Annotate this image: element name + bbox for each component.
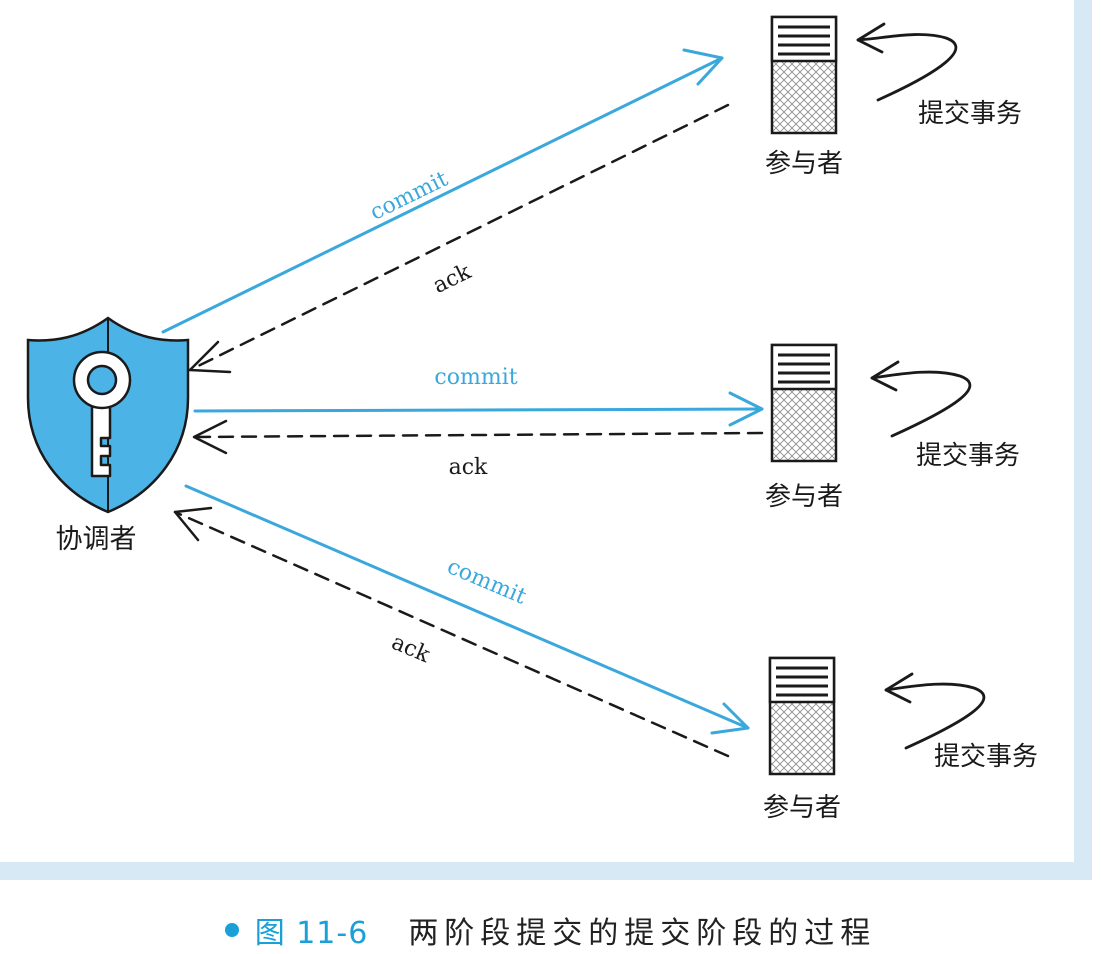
self-loop-arrow-icon-1 — [856, 22, 958, 102]
participant-label-3: 参与者 — [763, 793, 841, 823]
commit-label-2: commit — [434, 365, 517, 390]
ack-label-2: ack — [449, 455, 488, 480]
commit-arrow-1 — [161, 56, 724, 334]
self-loop-arrow-icon-2 — [870, 360, 972, 438]
commit-arrowhead-2 — [728, 391, 764, 427]
coordinator-label: 协调者 — [56, 524, 137, 555]
self-loop-arrow-icon-3 — [884, 672, 986, 750]
ack-arrow-1 — [188, 103, 730, 372]
commit-arrowhead-3 — [710, 702, 750, 735]
participant-action-label-1: 提交事务 — [918, 99, 1022, 129]
diagram-frame-right — [1074, 0, 1092, 880]
diagram-frame-bottom — [0, 862, 1092, 880]
participant-server-icon-1 — [770, 15, 838, 135]
ack-arrowhead-3 — [173, 506, 213, 542]
participant-server-icon-3 — [768, 656, 836, 776]
ack-label-3: ack — [388, 630, 434, 668]
commit-arrow-3 — [184, 484, 750, 730]
participant-action-label-2: 提交事务 — [916, 441, 1020, 471]
caption-bullet-icon — [224, 923, 239, 937]
participant-label-1: 参与者 — [765, 149, 843, 179]
figure-title: 两阶段提交的提交阶段的过程 — [408, 916, 877, 951]
figure-number: 图 11-6 — [254, 916, 369, 951]
commit-arrowhead-1 — [682, 48, 724, 86]
coordinator-shield-icon — [26, 316, 190, 514]
ack-arrowhead-2 — [192, 419, 228, 455]
participant-action-label-3: 提交事务 — [934, 742, 1038, 772]
ack-arrow-3 — [173, 510, 730, 758]
ack-label-1: ack — [429, 259, 475, 299]
commit-arrow-2 — [193, 407, 764, 413]
participant-server-icon-2 — [770, 343, 838, 463]
ack-arrow-2 — [192, 431, 764, 439]
key-icon — [72, 350, 132, 478]
participant-label-2: 参与者 — [765, 482, 843, 512]
ack-arrowhead-1 — [188, 340, 232, 374]
figure-caption: 图 11-6 两阶段提交的提交阶段的过程 — [0, 906, 1101, 954]
